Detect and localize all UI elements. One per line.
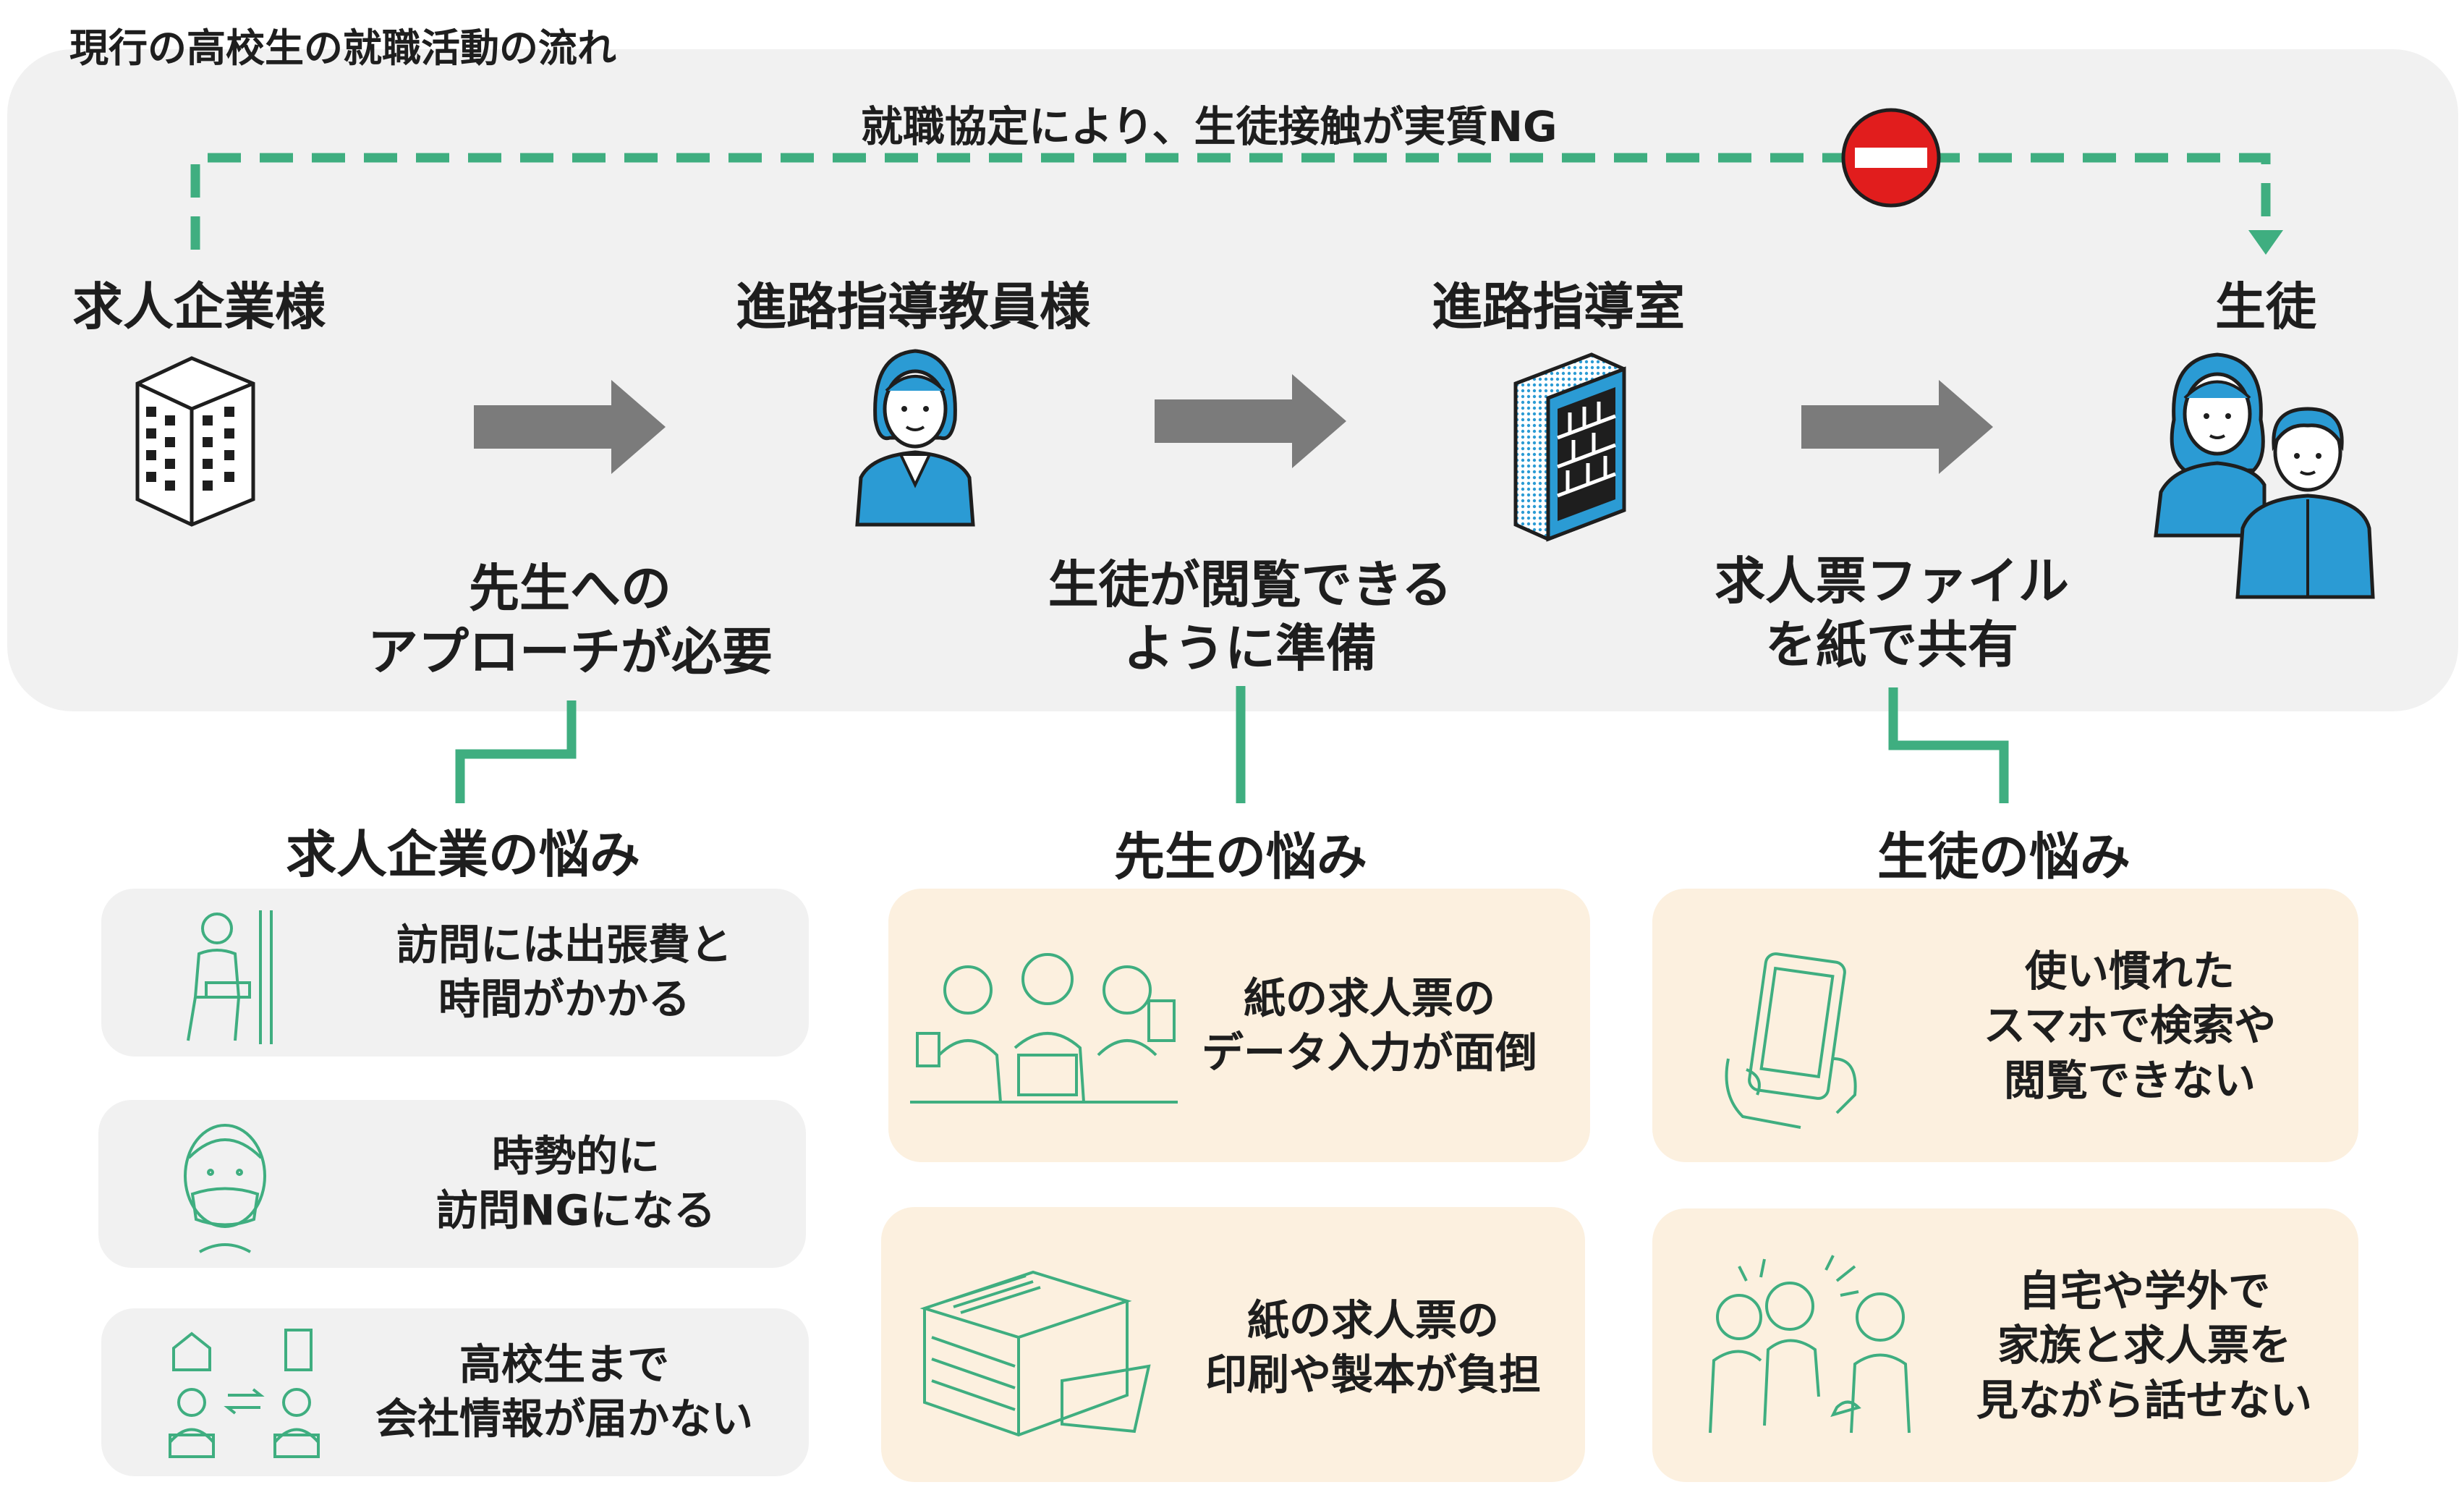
worry-card-travel-cost: 訪問には出張費と時間がかかる	[101, 889, 809, 1057]
actor-label-teacher: 進路指導教員様	[736, 277, 1090, 336]
masked-person-icon	[184, 1124, 266, 1253]
teacher-icon	[855, 349, 975, 527]
worry-title-company: 求人企業の悩み	[286, 825, 640, 884]
worry-title-student: 生徒の悩み	[1877, 827, 2130, 886]
actor-label-company: 求人企業様	[72, 277, 326, 336]
worry-card-family: 自宅や学外で家族と求人票を見ながら話せない	[1652, 1208, 2358, 1482]
paper-pile-icon	[919, 1270, 1151, 1437]
down-arrowhead-icon	[2248, 230, 2283, 255]
actor-label-student: 生徒	[2215, 277, 2316, 336]
students-icon	[2154, 352, 2375, 599]
flow-arrow-3	[1801, 380, 1993, 474]
worry-card-info-gap: 高校生まで会社情報が届かない	[101, 1308, 809, 1476]
office-building-icon	[135, 356, 255, 527]
family-talk-icon	[1709, 1255, 1911, 1434]
worry-card-visit-ng: 時勢的に訪問NGになる	[98, 1100, 806, 1268]
top-note: 就職協定により、生徒接触が実質NG	[861, 102, 1558, 151]
worry-card-printing: 紙の求人票の印刷や製本が負担	[881, 1207, 1585, 1482]
step-prepare-viewing: 生徒が閲覧できるように準備	[1048, 555, 1453, 678]
worry-card-data-entry: 紙の求人票のデータ入力が面倒	[888, 889, 1590, 1162]
flow-arrow-1	[474, 380, 666, 474]
actor-label-guidance-room: 進路指導室	[1432, 277, 1685, 336]
step-approach-teacher: 先生へのアプローチが必要	[368, 559, 773, 682]
worry-card-smartphone: 使い慣れたスマホで検索や閲覧できない	[1652, 889, 2358, 1162]
worry-title-teacher: 先生の悩み	[1114, 827, 1367, 886]
flow-arrow-2	[1155, 374, 1346, 468]
busy-staff-icon	[910, 953, 1178, 1104]
page-title: 現行の高校生の就職活動の流れ	[69, 25, 616, 71]
step-share-paper: 求人票ファイルを紙で共有	[1715, 551, 2069, 674]
bookshelf-icon	[1513, 352, 1626, 542]
smartphone-icon	[1725, 952, 1857, 1129]
prohibited-sign-icon	[1841, 108, 1941, 208]
remote-connection-icon	[169, 1329, 320, 1458]
commuter-icon	[187, 910, 273, 1044]
